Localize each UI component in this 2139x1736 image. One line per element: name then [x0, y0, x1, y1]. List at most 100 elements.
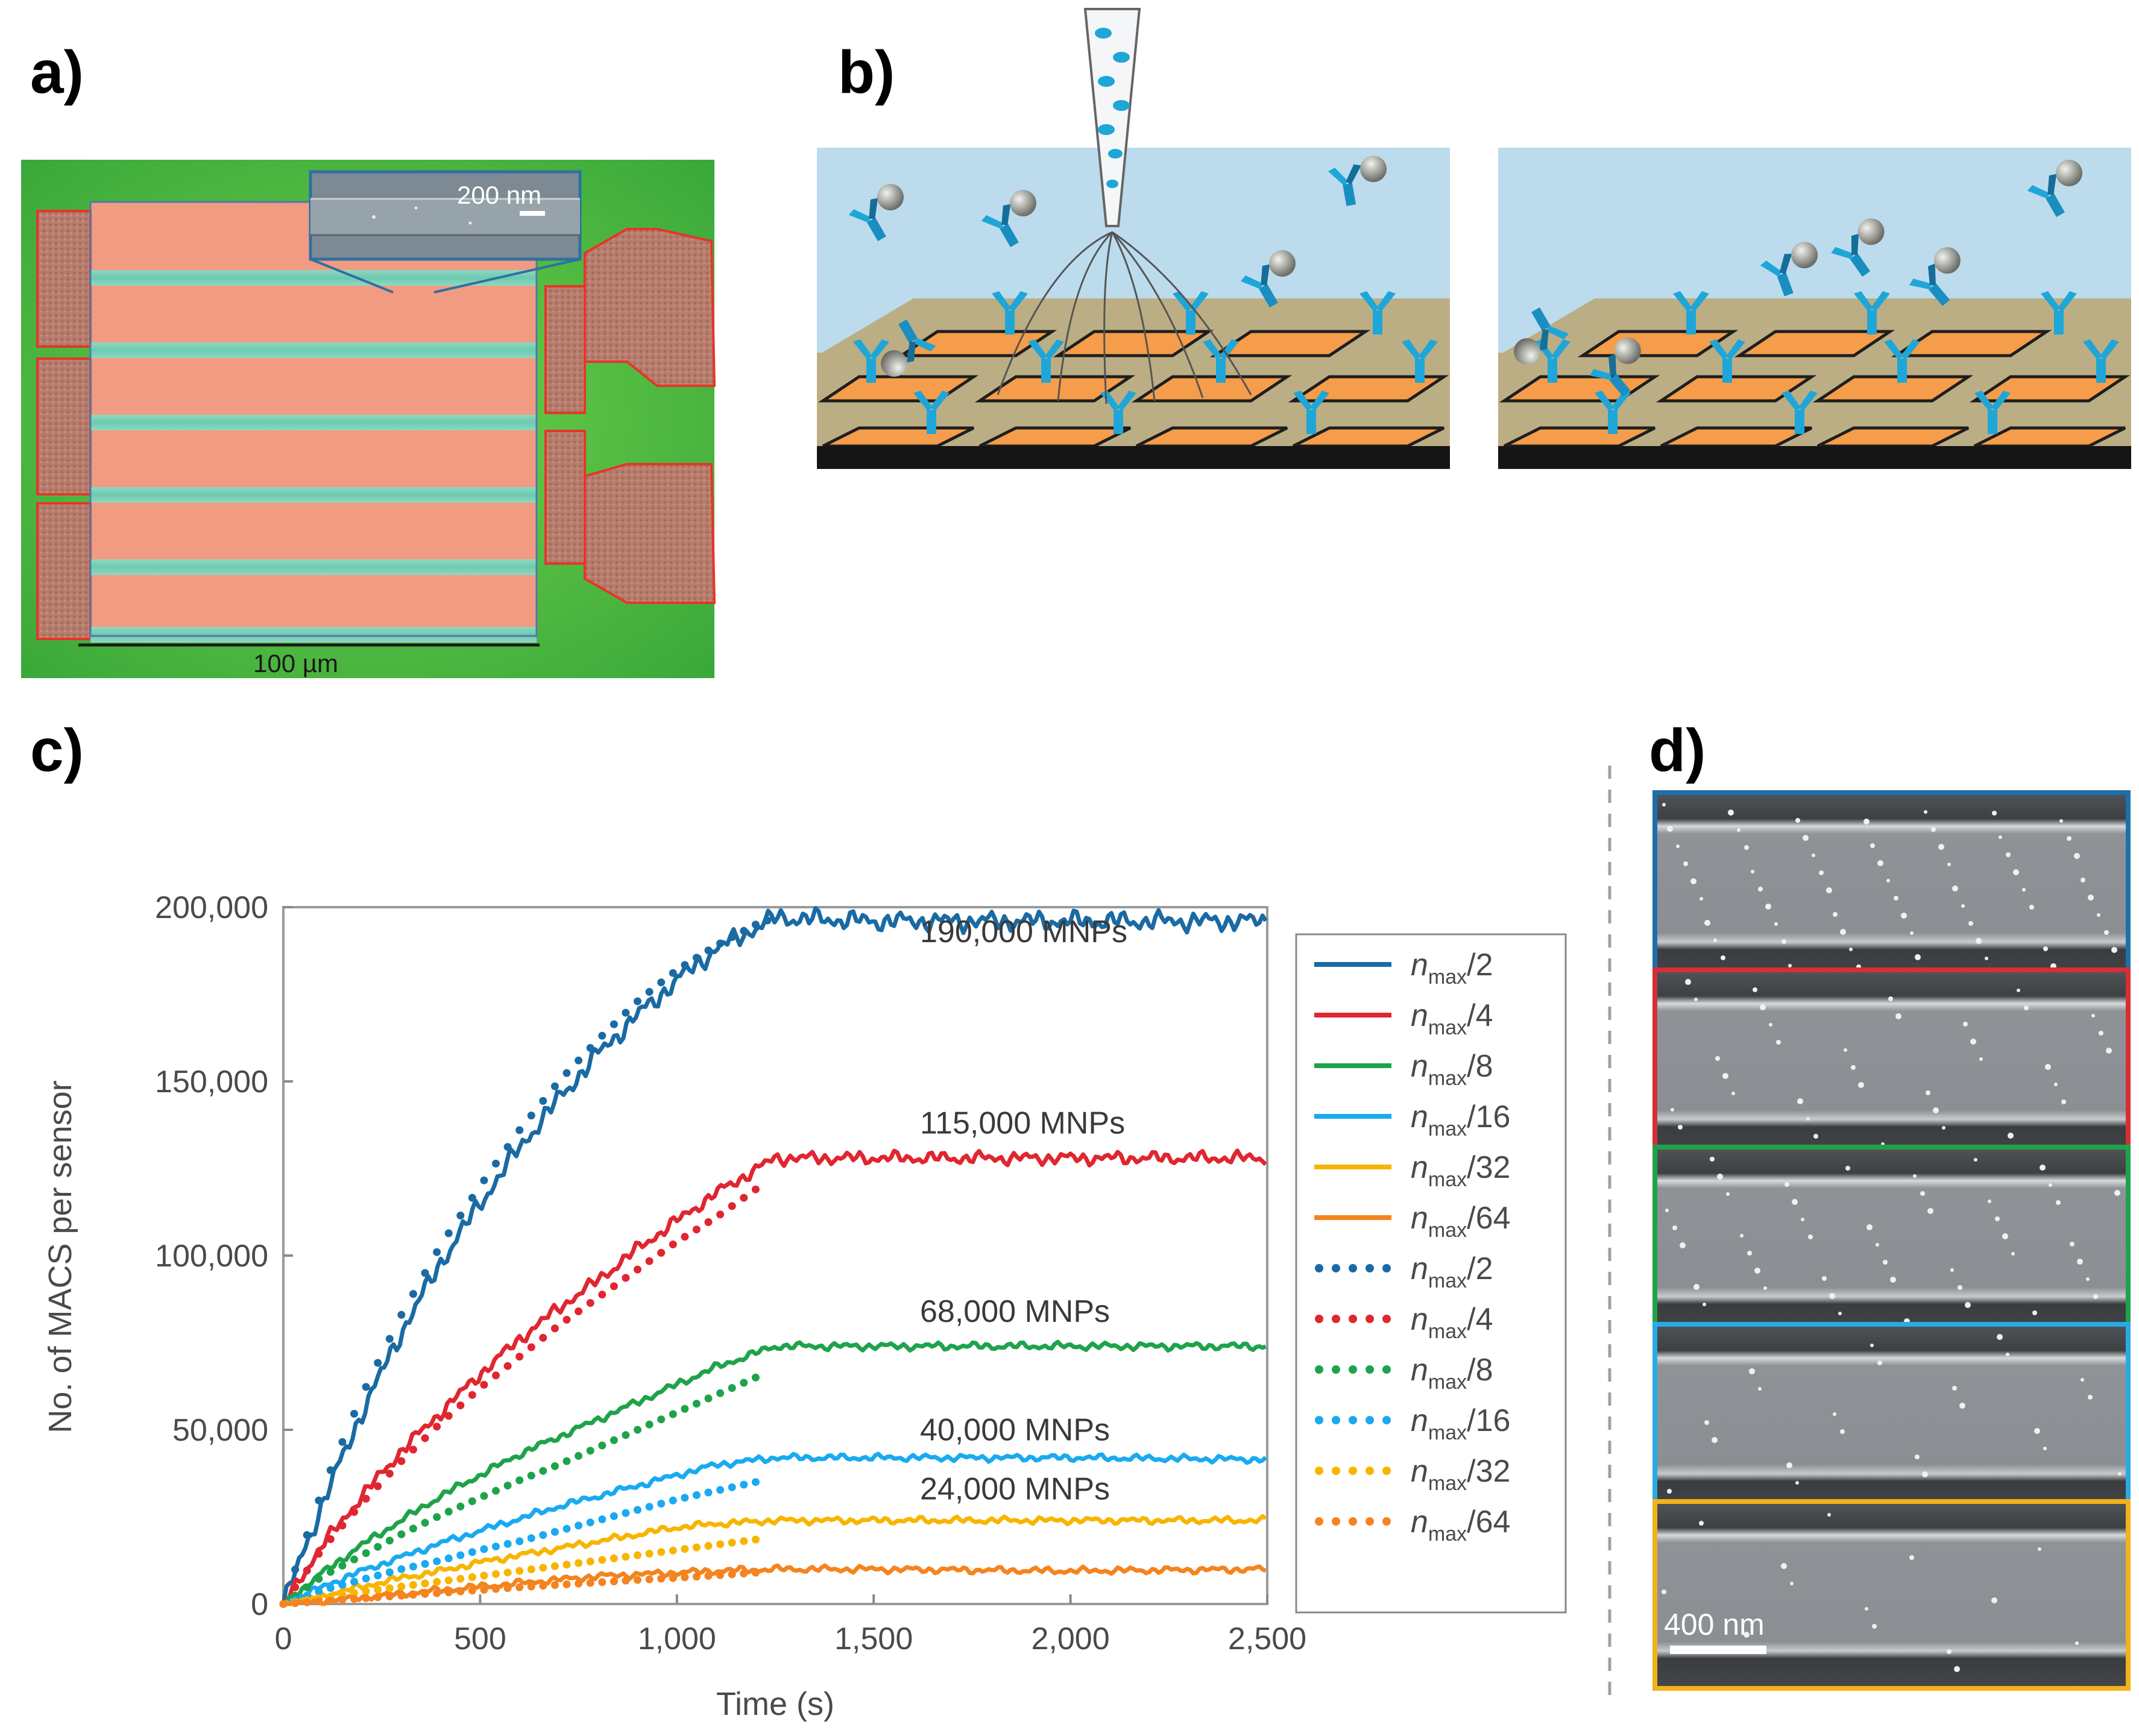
dotted-series-point: [657, 1248, 666, 1257]
dotted-series-point: [716, 1210, 725, 1219]
dotted-series-point: [550, 1324, 559, 1333]
plot-area: [282, 906, 1268, 1605]
dotted-series-point: [669, 969, 677, 977]
dotted-series-point: [315, 1550, 323, 1558]
dotted-series-point: [444, 1508, 453, 1516]
dotted-series-point: [586, 1044, 594, 1052]
dotted-series-point: [362, 1494, 370, 1503]
dotted-series-point: [433, 1589, 441, 1597]
legend-dot-swatch: [1366, 1365, 1374, 1374]
x-tick-label: 500: [454, 1621, 506, 1656]
dotted-series-point: [480, 1176, 488, 1184]
dotted-series-point: [645, 1550, 654, 1558]
solid-series-line: [282, 1514, 1267, 1606]
dotted-series-point: [681, 1573, 689, 1582]
dotted-series-point: [575, 1579, 583, 1588]
dotted-series-point: [433, 1423, 441, 1431]
dotted-series-point: [634, 1426, 641, 1434]
curve-annotation: 40,000 MNPs: [920, 1412, 1110, 1447]
dotted-series-point: [338, 1438, 347, 1446]
dotted-series-point: [550, 1082, 559, 1090]
dotted-series-point: [539, 1333, 547, 1342]
dotted-series-point: [751, 1185, 760, 1194]
solid-series-line: [281, 906, 1268, 1605]
legend-label: nmax/16: [1411, 1099, 1510, 1140]
dotted-series-point: [669, 1241, 677, 1248]
dotted-series-point: [740, 1379, 748, 1387]
dotted-series-point: [575, 1559, 583, 1567]
dotted-series-point: [716, 1486, 725, 1494]
legend-label: nmax/32: [1411, 1454, 1510, 1495]
dotted-series-point: [492, 1543, 500, 1551]
legend-label: nmax/4: [1411, 998, 1493, 1039]
dotted-series-point: [610, 1436, 618, 1444]
panel-label-c: c): [30, 717, 84, 784]
dotted-series-point: [562, 1069, 571, 1077]
x-tick-label: 2,000: [1032, 1621, 1110, 1656]
dotted-series-point: [716, 1540, 725, 1549]
y-tick-label: 100,000: [155, 1239, 268, 1274]
dotted-series-point: [751, 1568, 760, 1577]
dotted-series-point: [326, 1535, 335, 1543]
dotted-series-point: [503, 1143, 512, 1151]
dotted-series-point: [728, 1202, 736, 1210]
dotted-series-point: [468, 1497, 476, 1505]
legend-dot-swatch: [1366, 1517, 1374, 1526]
dotted-series-point: [740, 1194, 748, 1202]
legend-dot-swatch: [1382, 1365, 1391, 1374]
dotted-series-point: [456, 1574, 465, 1583]
legend-label: nmax/16: [1411, 1403, 1510, 1444]
legend-label: nmax/2: [1411, 948, 1493, 989]
dotted-series-point: [527, 1534, 535, 1543]
dotted-series-point: [539, 1582, 547, 1590]
dotted-series-point: [681, 1233, 689, 1241]
dotted-series-point: [468, 1194, 476, 1202]
curve-annotation: 190,000 MNPs: [920, 914, 1127, 949]
curve-annotation: 115,000 MNPs: [920, 1106, 1125, 1141]
legend-dot-swatch: [1349, 1416, 1357, 1424]
dotted-series-point: [433, 1248, 441, 1256]
dotted-series-point: [397, 1582, 406, 1591]
dotted-series-point: [303, 1531, 311, 1539]
dotted-series-point: [456, 1212, 465, 1219]
dotted-series-point: [444, 1554, 453, 1562]
dotted-series-point: [385, 1335, 394, 1343]
dotted-series-point: [622, 1576, 630, 1585]
dotted-series-point: [586, 1447, 594, 1455]
dotted-series-point: [622, 1274, 630, 1282]
dotted-series-point: [515, 1126, 524, 1134]
dotted-series-point: [692, 954, 701, 962]
dotted-series-point: [397, 1565, 406, 1573]
dotted-series-point: [728, 1384, 736, 1392]
dotted-series-point: [303, 1598, 311, 1606]
dotted-series-point: [374, 1585, 382, 1594]
dotted-series-point: [527, 1582, 535, 1591]
legend-dot-swatch: [1349, 1517, 1357, 1526]
dotted-series-point: [515, 1353, 524, 1361]
dotted-series-point: [374, 1359, 382, 1367]
dotted-series-point: [539, 1531, 547, 1539]
legend-dot-swatch: [1349, 1467, 1357, 1475]
y-tick-label: 0: [251, 1587, 268, 1622]
dotted-series-point: [503, 1584, 512, 1593]
dotted-series-point: [409, 1524, 417, 1533]
dotted-series-point: [657, 1500, 666, 1508]
panel-label-d: d): [1649, 717, 1706, 784]
dotted-series-point: [692, 1491, 701, 1499]
dotted-series-point: [586, 1299, 594, 1307]
dotted-series-point: [550, 1581, 559, 1590]
dotted-series-point: [586, 1518, 594, 1527]
dotted-series-point: [527, 1343, 535, 1351]
y-axis-label: No. of MACS per sensor: [42, 1080, 78, 1433]
dotted-series-point: [634, 1576, 641, 1584]
dotted-series-point: [409, 1290, 417, 1298]
dotted-series-point: [657, 978, 666, 987]
dotted-series-point: [291, 1583, 300, 1591]
dotted-series-point: [326, 1583, 335, 1592]
dotted-series-point: [622, 1553, 630, 1561]
dotted-series-point: [397, 1530, 406, 1538]
dotted-series-point: [362, 1587, 370, 1596]
legend-label: nmax/4: [1411, 1302, 1493, 1343]
dotted-series-point: [681, 1545, 689, 1553]
